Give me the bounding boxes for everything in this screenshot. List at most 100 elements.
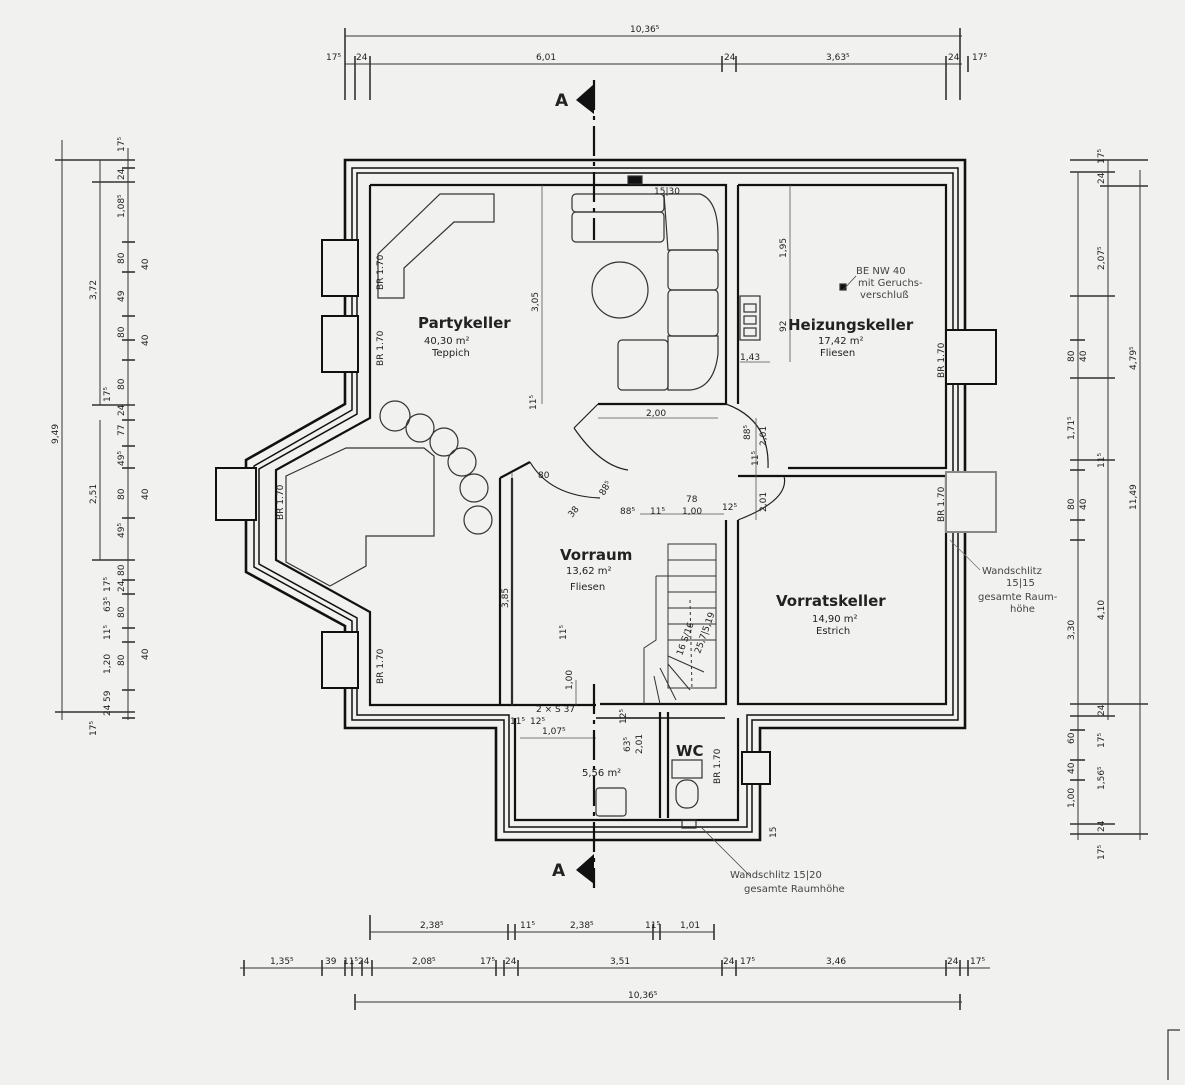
dim-left-3: 80 <box>117 252 127 264</box>
note-wandschlitz-bottom-1: Wandschlitz 15|20 <box>730 870 822 881</box>
dim-inner-26: 80 <box>538 471 550 481</box>
furniture <box>285 175 847 829</box>
dim-left40-1: 40 <box>141 334 151 346</box>
dimension-lines <box>55 28 1148 1010</box>
room-floor-vorraum: Fliesen <box>570 582 605 593</box>
dim-right-6: 40 <box>1079 498 1089 510</box>
dim-bot2-8: 24 <box>723 957 735 967</box>
dim-inner-1: 1,95 <box>779 238 789 258</box>
dim-left40-3: 40 <box>141 648 151 660</box>
room-name-wc: WC <box>676 742 704 760</box>
dim-bottom-total: 10,36⁵ <box>628 991 658 1001</box>
dim-right-14: 17⁵ <box>1097 845 1107 860</box>
dim-right-4: 11⁵ <box>1097 453 1107 468</box>
dim-inner-13: 11⁵ <box>650 507 665 517</box>
dim-bottom: 2,38⁵ 11⁵ 2,38⁵ 11⁵ 1,01 1,35⁵ 39 11⁵ 24… <box>270 921 985 1001</box>
note-wandschlitz-right-4: höhe <box>1010 604 1035 615</box>
note-wandschlitz-right-2: 15|15 <box>1006 578 1035 589</box>
dim-left-0: 17⁵ <box>117 137 127 152</box>
dim-inner-2: 92 <box>779 321 789 332</box>
room-area-party: 40,30 m² <box>424 336 470 347</box>
dim-bot1-3: 11⁵ <box>645 921 660 931</box>
dim-left-mid-0: 3,72 <box>89 280 99 300</box>
dim-left-2: 1,08⁵ <box>117 194 127 218</box>
window-label-1: BR 1.70 <box>376 254 386 290</box>
dim-left-8: 17⁵ <box>103 387 113 402</box>
dim-left-6: 80 <box>117 378 127 390</box>
dim-right-mid-2: 1,71⁵ <box>1067 416 1077 440</box>
dim-inner-20: 11⁵ <box>559 625 569 640</box>
dim-right-8: 60 <box>1067 732 1077 744</box>
note-wandschlitz-right-1: Wandschlitz <box>982 566 1042 577</box>
dim-top-5: 24 <box>948 53 960 63</box>
dim-right-mid-4: 3,30 <box>1067 620 1077 640</box>
dim-right-13: 24 <box>1097 820 1107 832</box>
dim-left-18: 11⁵ <box>103 625 113 640</box>
dim-inner-9: 2,01 <box>759 492 769 512</box>
dim-left-7: 24 <box>117 404 127 416</box>
dim-left40-2: 40 <box>141 488 151 500</box>
dim-bot2-4: 2,08⁵ <box>412 957 436 967</box>
note-geruchs-2: verschluß <box>860 290 909 301</box>
dim-top-1: 24 <box>356 53 368 63</box>
dim-top-4: 3,63⁵ <box>826 53 850 63</box>
section-marker-top: A <box>555 91 569 111</box>
dim-right-mid-0: 2,07⁵ <box>1097 246 1107 270</box>
dim-left-12: 49⁵ <box>117 523 127 538</box>
dim-left-19: 1,20 <box>103 654 113 674</box>
dim-inner-15: 63⁵ <box>623 737 633 752</box>
dim-left-total: 9,49 <box>51 424 61 444</box>
dim-bot1-1: 11⁵ <box>520 921 535 931</box>
room-floor-heiz: Fliesen <box>820 348 855 359</box>
dim-left-10: 49⁵ <box>117 451 127 466</box>
dim-left-16: 63⁵ <box>103 597 113 612</box>
dim-left-22: 24 <box>103 704 113 716</box>
dim-inner-19: 11⁵ <box>529 395 539 410</box>
dim-left-20: 80 <box>117 654 127 666</box>
dim-bot2-1: 39 <box>325 957 337 967</box>
note-chimney: 15|30 <box>654 187 680 197</box>
note-be-nw: BE NW 40 <box>856 266 906 277</box>
dim-left-1: 24 <box>117 168 127 180</box>
room-area-vorrat: 14,90 m² <box>812 614 858 625</box>
dim-inner-21: 11⁵ <box>751 451 761 466</box>
window-label-2: BR 1.70 <box>376 330 386 366</box>
window-labels: BR 1.70 BR 1.70 BR 1.70 BR 1.70 BR 1.70 … <box>276 254 947 784</box>
dim-inner-27: 15 <box>769 827 779 838</box>
staircase <box>643 543 717 705</box>
dim-top-2: 6,01 <box>536 53 556 63</box>
dim-right-11: 1,56⁵ <box>1097 766 1107 790</box>
note-geruchs-1: mit Geruchs- <box>858 278 923 289</box>
dim-inner-8: 2,01 <box>759 426 769 446</box>
note-wandschlitz-right-3: gesamte Raum- <box>978 592 1058 603</box>
dim-bot2-0: 1,35⁵ <box>270 957 294 967</box>
dim-right-1: 24 <box>1097 172 1107 184</box>
door-swings <box>529 403 786 521</box>
dim-inner-17: 88⁵ <box>743 425 753 440</box>
dim-inner-18: 2,01 <box>635 734 645 754</box>
dim-bot2-5: 17⁵ <box>480 957 495 967</box>
dim-top: 10,36⁵ 17⁵ 24 6,01 24 3,63⁵ 24 17⁵ <box>326 25 987 63</box>
walls <box>244 158 967 842</box>
dim-bot2-11: 24 <box>947 957 959 967</box>
dim-right-10: 40 <box>1067 762 1077 774</box>
dim-top-3: 24 <box>724 53 736 63</box>
room-labels: Partykeller 40,30 m² Teppich Heizungskel… <box>418 314 914 779</box>
dim-inner-14: 12⁵ <box>722 503 737 513</box>
dim-right-7: 24 <box>1097 704 1107 716</box>
dim-left-17: 80 <box>117 606 127 618</box>
dim-right-9: 17⁵ <box>1097 733 1107 748</box>
dim-inner-11: 78 <box>686 495 698 505</box>
dim-bot2-6: 24 <box>505 957 517 967</box>
dim-inner-4: 2,00 <box>646 409 666 419</box>
dim-left-mid-1: 2,51 <box>89 484 99 504</box>
dim-inner-22: 11⁵ <box>510 717 525 727</box>
dim-right-2: 80 <box>1067 350 1077 362</box>
dim-left40-0: 40 <box>141 258 151 270</box>
dim-left-21: 59 <box>103 690 113 702</box>
room-name-party: Partykeller <box>418 314 511 332</box>
dim-bot1-2: 2,38⁵ <box>570 921 594 931</box>
dim-left-9: 77 <box>117 425 127 436</box>
dim-top-total: 10,36⁵ <box>630 25 660 35</box>
